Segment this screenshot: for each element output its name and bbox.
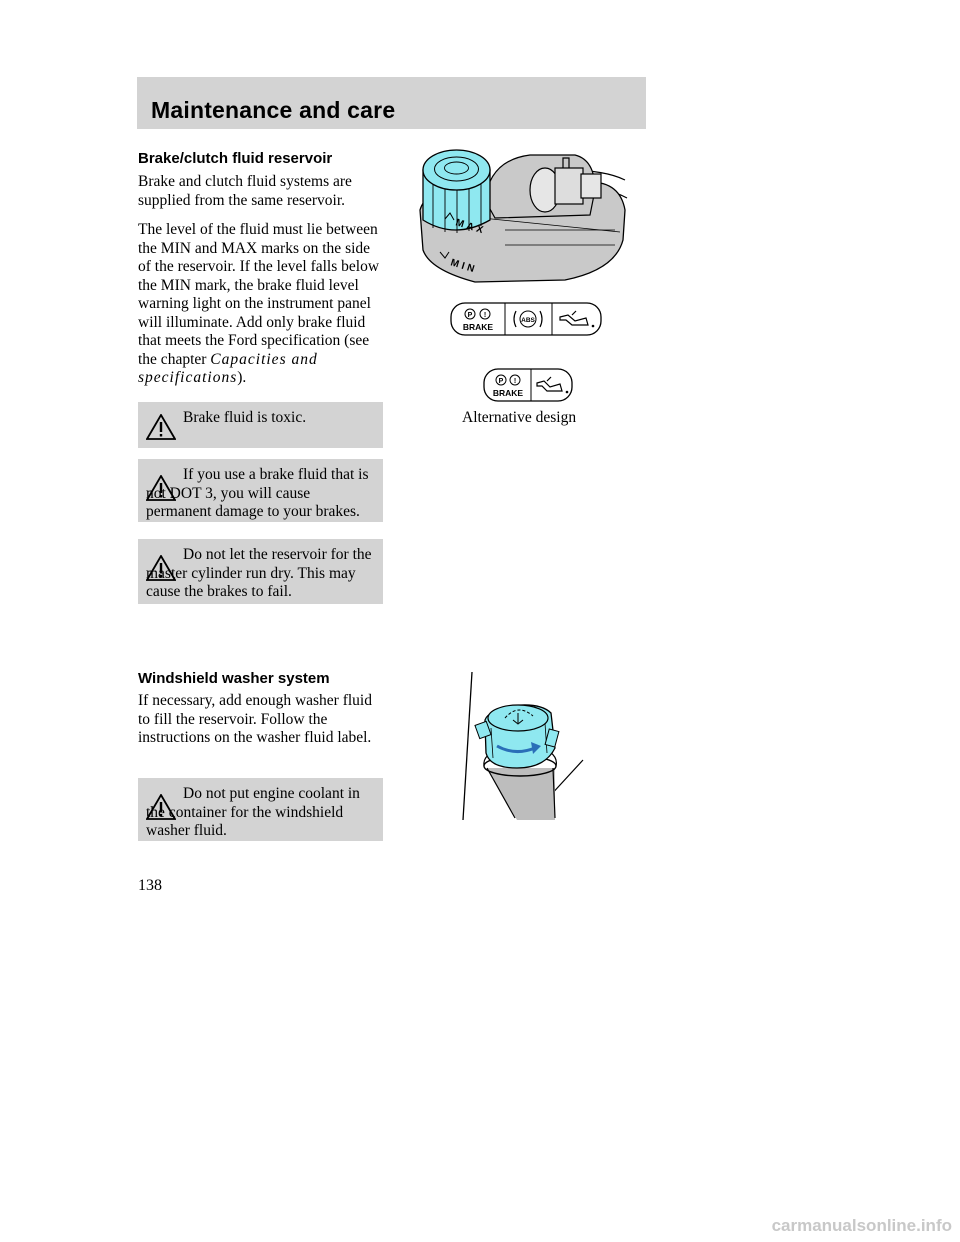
brake-label: BRAKE (463, 322, 494, 332)
washer-paragraph: If necessary, add enough washer fluid to… (138, 692, 372, 746)
chapter-reference: Capacities and specifications (138, 350, 318, 387)
warning-triangle-icon (146, 794, 176, 820)
svg-text:P: P (499, 378, 504, 385)
svg-text:P: P (468, 312, 473, 319)
page-number: 138 (138, 877, 162, 894)
brake-paragraph-2: The level of the fluid must lie between … (138, 221, 380, 387)
abs-warning-icon: ABS (513, 310, 543, 328)
brake-fluid-reservoir-illustration: MAX MIN (419, 149, 628, 283)
warning-light-cluster: P ! BRAKE ABS (450, 302, 602, 336)
oil-pressure-icon (536, 376, 569, 394)
warning-box-dot3: If you use a brake fluid that is not DOT… (138, 459, 383, 522)
svg-text:ABS: ABS (521, 317, 535, 324)
warning-text: Do not let the reservoir for the master … (146, 546, 372, 600)
watermark: carmanualsonline.info (771, 1216, 952, 1235)
warning-box-toxic: Brake fluid is toxic. (138, 402, 383, 448)
brake-warning-icon: P ! BRAKE (493, 374, 524, 398)
brake-paragraph-1: Brake and clutch fluid systems are suppl… (138, 173, 352, 209)
page-title: Maintenance and care (151, 97, 396, 123)
warning-triangle-icon (146, 475, 176, 501)
header-bar: Maintenance and care (137, 77, 646, 129)
warning-text: Do not put engine coolant in the contain… (146, 785, 360, 839)
brake-heading: Brake/clutch fluid reservoir (138, 150, 333, 167)
warning-box-coolant: Do not put engine coolant in the contain… (138, 778, 383, 841)
warning-text: If you use a brake fluid that is not DOT… (146, 466, 369, 520)
warning-box-run-dry: Do not let the reservoir for the master … (138, 539, 383, 604)
brake-warning-icon: P ! BRAKE (463, 308, 494, 332)
alternative-warning-light-cluster: P ! BRAKE (483, 368, 573, 402)
oil-pressure-icon (559, 310, 595, 328)
figure-caption: Alternative design (462, 409, 577, 426)
washer-reservoir-illustration (462, 671, 584, 821)
svg-text:!: ! (514, 378, 516, 385)
brake-label: BRAKE (493, 388, 524, 398)
warning-triangle-icon (146, 414, 176, 440)
svg-text:!: ! (484, 312, 486, 319)
washer-heading: Windshield washer system (138, 670, 330, 687)
warning-text: Brake fluid is toxic. (183, 409, 307, 426)
warning-triangle-icon (146, 555, 176, 581)
